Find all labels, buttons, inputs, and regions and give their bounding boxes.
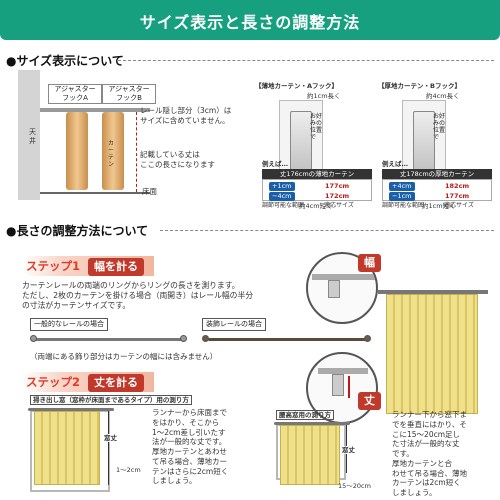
rail-note: レール隠し部分（3cm）は サイズに含めていません。	[140, 106, 232, 125]
thick-fit-label: 適応サイズ	[444, 202, 474, 210]
thick-range-label: 調節可能な範囲	[382, 202, 425, 210]
step2-label: ステップ2	[26, 375, 81, 389]
thick-plus-value: 182cm	[445, 182, 470, 191]
title-banner	[0, 0, 500, 40]
thick-minus-value: 177cm	[445, 192, 470, 201]
thin-plus-value: 177cm	[325, 182, 350, 191]
thick-header: 【厚地カーテン・Bフック】	[378, 82, 461, 90]
thin-minus-value: 172cm	[325, 192, 350, 201]
thick-example-label: 例えば…	[382, 160, 408, 168]
normal-rail-label: 一般的なレールの場合	[30, 318, 108, 331]
section-divider	[118, 60, 494, 61]
thin-example-label: 例えば…	[262, 160, 288, 168]
floor-window-rail	[28, 408, 114, 411]
curtain-b	[102, 112, 124, 190]
thin-plus: +1cm	[269, 182, 295, 192]
waist-gap-label: 15〜20cm	[338, 482, 371, 490]
curtain-rail	[40, 108, 150, 112]
deco-rail-diagram	[202, 332, 372, 346]
thick-hook-note: お好みの位置で	[433, 113, 446, 141]
step2-badge: 丈を計る	[88, 374, 144, 392]
thin-hook-note: お好みの位置で	[310, 113, 323, 141]
size-diagram: 天井 アジャスター フックA アジャスター フックB カーテン 床面 レール隠し…	[10, 70, 240, 205]
section-divider-2	[160, 230, 494, 231]
floor-line	[40, 192, 150, 194]
section-adjust-title: ●長さの調整方法について	[6, 224, 149, 238]
floor-window-title: 掃き出し窓（窓枠が床面まであるタイプ）用の測り方	[30, 395, 192, 406]
detail-rail-2	[318, 368, 368, 374]
section-size-title: ●サイズ表示について	[6, 54, 124, 68]
floor-window-curtain	[34, 411, 100, 485]
length-badge: 丈	[358, 392, 381, 410]
deco-rail-bar	[208, 338, 366, 341]
step1-badge: 幅を計る	[88, 258, 144, 276]
thin-fit-label: 適応サイズ	[324, 202, 354, 210]
floor-height-label: 窓丈	[104, 434, 117, 443]
waist-height-label: 窓丈	[342, 446, 355, 455]
thick-up-label: 約4cm長く	[426, 92, 460, 100]
thick-example-table: 例えば… 丈178cmの厚地カーテン +4cm 182cm −1cm 177cm…	[382, 160, 492, 211]
thin-minus: −4cm	[269, 192, 295, 202]
hook-b-label: アジャスター フックB	[102, 84, 156, 104]
hook-a-label: アジャスター フックA	[48, 84, 102, 104]
step1-label: ステップ1	[26, 259, 81, 273]
thin-range-label: 調節可能な範囲	[262, 202, 305, 210]
floor-window-text: ランナーから床面まで をはかり、そこから 1〜2cm差し引いたす 法が一般的な丈…	[152, 408, 229, 486]
ceiling-label: 天井	[29, 128, 36, 146]
wall	[18, 70, 40, 200]
detail-arrow	[348, 376, 350, 398]
detail-runner	[328, 280, 340, 298]
thin-example-table: 例えば… 丈176cmの薄地カーテン +1cm 177cm −4cm 172cm…	[262, 160, 372, 211]
curtain-tag: カーテン	[108, 140, 115, 168]
thin-table-title: 丈176cmの薄地カーテン	[262, 169, 372, 180]
waist-window-text: ランナー下から窓下ま でを垂直にはかり、そ こに15〜20cm足し た寸法が一般…	[392, 410, 467, 497]
illustration-curtain	[386, 294, 478, 414]
deco-ring-right	[364, 335, 371, 342]
page-title: サイズ表示と長さの調整方法	[139, 13, 361, 32]
thick-minus: −1cm	[389, 192, 415, 202]
deco-rail-label: 装飾レールの場合	[202, 318, 266, 331]
detail-hook	[332, 374, 344, 396]
normal-rail-bar	[34, 338, 184, 341]
floor-label: 床面	[142, 187, 157, 196]
width-badge: 幅	[358, 254, 381, 272]
curtain-a	[66, 112, 88, 190]
size-note: 記載している丈は ここの長さになります	[140, 150, 215, 169]
floor-gap-label: 1〜2cm	[116, 466, 141, 474]
thick-table-title: 丈178cmの厚地カーテン	[382, 169, 492, 180]
ring-right	[180, 335, 187, 342]
thin-down-label: 約4cm短く	[299, 202, 333, 210]
floor-height-line	[108, 411, 109, 485]
detail-rail	[312, 274, 376, 280]
waist-window-curtain	[280, 425, 340, 485]
normal-rail-diagram	[30, 332, 190, 346]
waist-window-title: 腰高窓用の測り方	[276, 410, 334, 421]
thin-up-label: 約1cm長く	[307, 92, 341, 100]
waist-window-rail	[274, 422, 350, 425]
illustration-rail	[378, 290, 488, 294]
length-marker	[136, 112, 137, 192]
ring-left	[30, 335, 37, 342]
thick-down-label: 約1cm短く	[422, 202, 456, 210]
step1-note: （両端にある飾り部分はカーテンの幅には含みません）	[30, 352, 218, 361]
thin-header: 【薄地カーテン・Aフック】	[255, 82, 339, 90]
deco-ring-left	[202, 335, 209, 342]
step1-text: カーテンレールの両端のリングからリングの長さを測ります。 ただし、2枚のカーテン…	[22, 281, 254, 311]
thick-plus: +4cm	[389, 182, 415, 192]
